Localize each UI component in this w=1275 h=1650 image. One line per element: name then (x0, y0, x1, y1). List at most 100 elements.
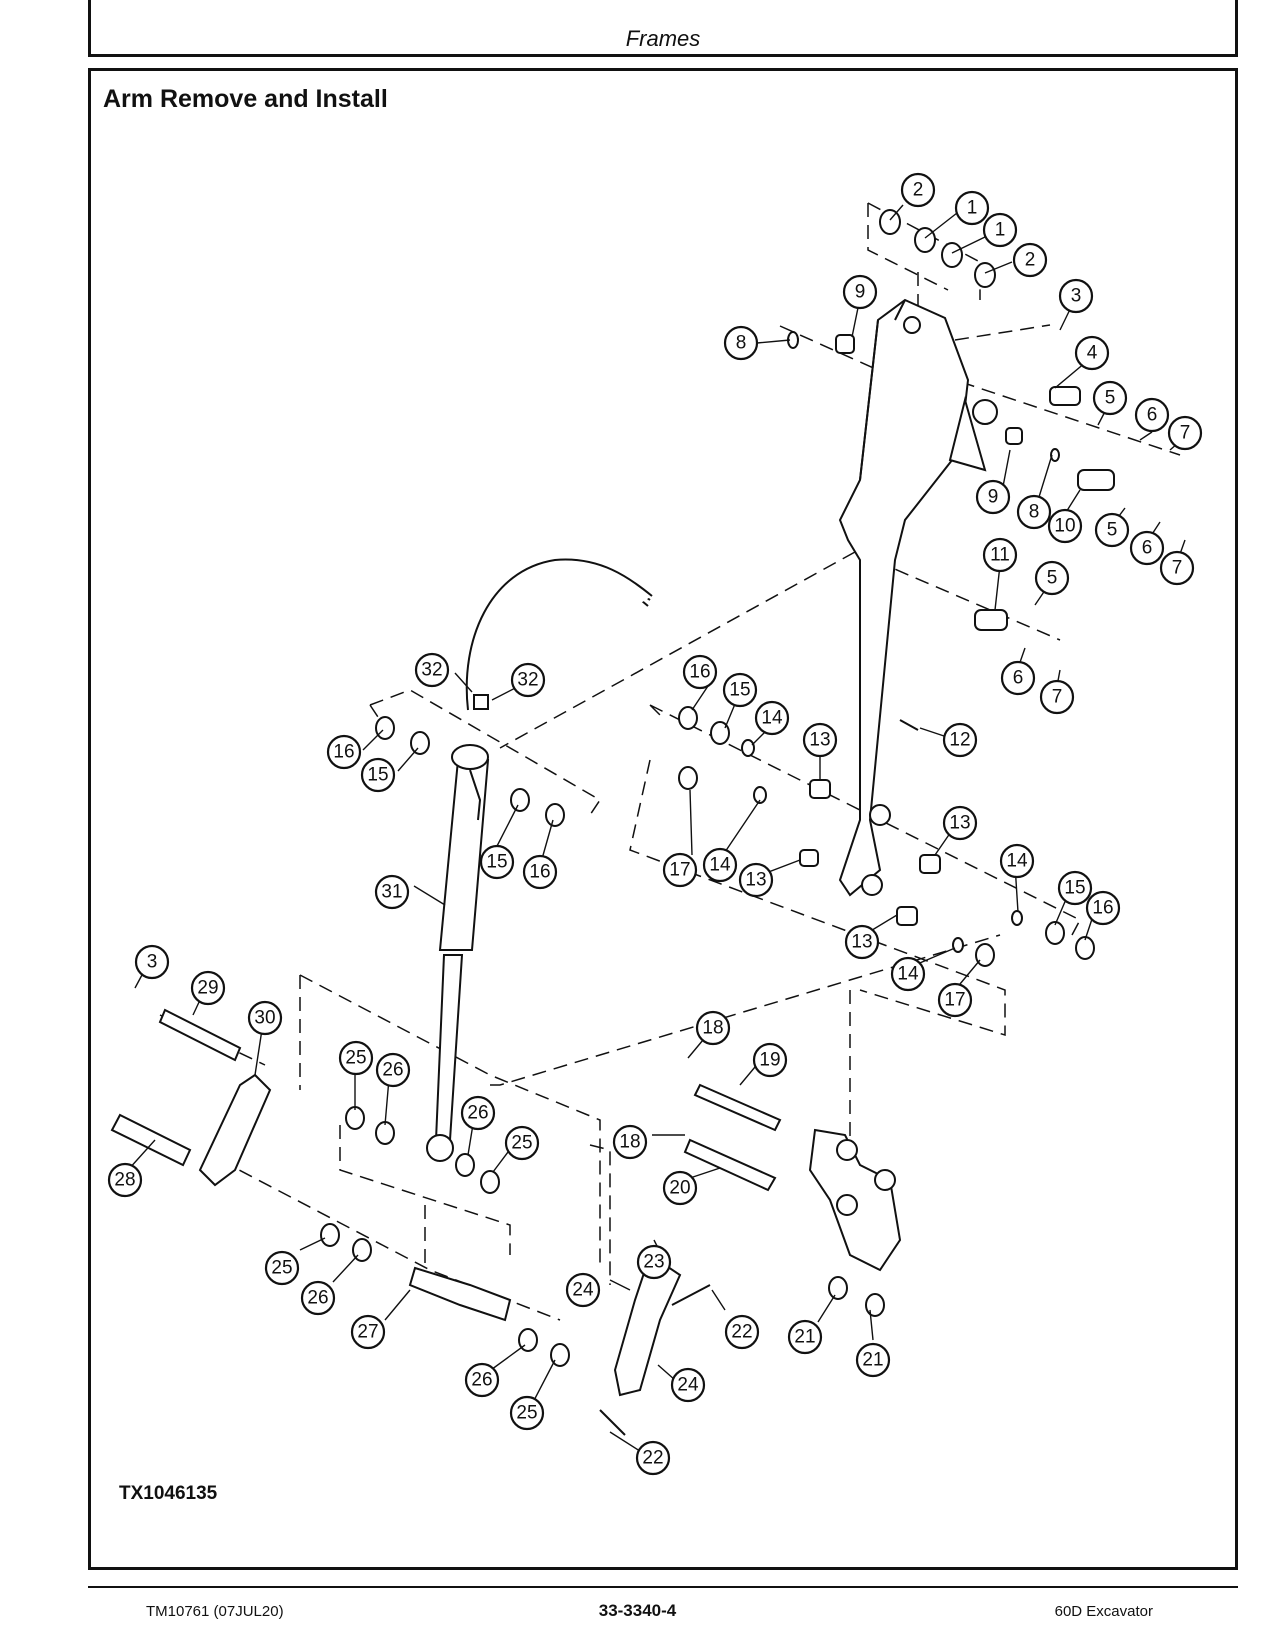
callout-11: 11 (982, 537, 1018, 573)
svg-text:14: 14 (1006, 851, 1028, 872)
callout-15: 15 (360, 757, 396, 793)
svg-text:20: 20 (669, 1178, 690, 1199)
svg-text:14: 14 (709, 855, 731, 876)
svg-text:9: 9 (988, 487, 999, 508)
callout-5: 5 (1034, 560, 1070, 596)
svg-text:15: 15 (729, 680, 750, 701)
svg-text:25: 25 (516, 1403, 537, 1424)
header-box: Frames (88, 0, 1238, 57)
callout-18: 18 (695, 1010, 731, 1046)
svg-text:7: 7 (1172, 558, 1183, 579)
callout-7: 7 (1039, 679, 1075, 715)
svg-text:17: 17 (944, 990, 965, 1011)
svg-text:23: 23 (643, 1252, 664, 1273)
callout-16: 16 (1085, 890, 1121, 926)
callout-26: 26 (460, 1095, 496, 1131)
svg-text:15: 15 (1064, 878, 1085, 899)
callout-19: 19 (752, 1042, 788, 1078)
callout-15: 15 (1057, 870, 1093, 906)
svg-text:32: 32 (517, 670, 538, 691)
callout-8: 8 (723, 325, 759, 361)
svg-text:9: 9 (855, 282, 866, 303)
callout-26: 26 (300, 1280, 336, 1316)
callout-4: 4 (1074, 335, 1110, 371)
callout-14: 14 (702, 847, 738, 883)
callout-2: 2 (1012, 242, 1048, 278)
callout-6: 6 (1000, 660, 1036, 696)
callout-28: 28 (107, 1162, 143, 1198)
svg-text:18: 18 (702, 1018, 723, 1039)
callout-set: 2 1 1 2 9 3 8 4 5 6 7 9 8 10 5 6 7 11 5 … (107, 172, 1203, 1476)
hoses (465, 558, 653, 711)
callout-15: 15 (479, 844, 515, 880)
callout-17: 17 (662, 852, 698, 888)
callout-24: 24 (670, 1367, 706, 1403)
callout-16: 16 (682, 654, 718, 690)
svg-text:16: 16 (333, 742, 354, 763)
svg-text:26: 26 (471, 1370, 492, 1391)
callout-16: 16 (522, 854, 558, 890)
assembly-lines (159, 202, 1181, 1321)
svg-text:32: 32 (421, 660, 442, 681)
footer-rule (88, 1586, 1238, 1588)
figure-panel: Arm Remove and Install TX1046135 (88, 68, 1238, 1570)
callout-13: 13 (942, 805, 978, 841)
callout-32: 32 (414, 652, 450, 688)
callout-7: 7 (1167, 415, 1203, 451)
callout-27: 27 (350, 1314, 386, 1350)
arm (838, 298, 998, 897)
svg-text:15: 15 (367, 765, 388, 786)
svg-text:5: 5 (1105, 388, 1116, 409)
svg-text:26: 26 (467, 1103, 488, 1124)
svg-text:11: 11 (990, 545, 1010, 566)
svg-text:4: 4 (1087, 343, 1098, 364)
svg-text:5: 5 (1047, 568, 1058, 589)
svg-text:13: 13 (851, 932, 872, 953)
svg-text:12: 12 (949, 730, 970, 751)
svg-text:1: 1 (967, 198, 978, 219)
svg-text:8: 8 (736, 333, 747, 354)
svg-text:21: 21 (862, 1350, 883, 1371)
svg-text:2: 2 (1025, 250, 1036, 271)
callout-25: 25 (504, 1125, 540, 1161)
svg-text:30: 30 (254, 1008, 275, 1029)
callout-2: 2 (900, 172, 936, 208)
svg-text:25: 25 (511, 1133, 532, 1154)
callout-25: 25 (338, 1040, 374, 1076)
svg-text:27: 27 (357, 1322, 378, 1343)
callout-31: 31 (374, 874, 410, 910)
cylinder (426, 744, 490, 1162)
svg-text:17: 17 (669, 860, 690, 881)
svg-text:25: 25 (345, 1048, 366, 1069)
callout-9: 9 (842, 274, 878, 310)
callout-3: 3 (134, 944, 170, 980)
callout-20: 20 (662, 1170, 698, 1206)
footer-page-number: 33-3340-4 (598, 1601, 677, 1620)
callout-8: 8 (1016, 494, 1052, 530)
svg-text:26: 26 (382, 1060, 403, 1081)
svg-text:1: 1 (995, 220, 1006, 241)
svg-text:8: 8 (1029, 502, 1040, 523)
callout-14: 14 (890, 956, 926, 992)
svg-text:22: 22 (642, 1448, 663, 1469)
svg-text:24: 24 (677, 1375, 699, 1396)
callout-14: 14 (999, 843, 1035, 879)
svg-text:22: 22 (731, 1322, 752, 1343)
figure-id: TX1046135 (119, 1483, 218, 1504)
callout-22: 22 (724, 1314, 760, 1350)
svg-text:13: 13 (809, 730, 830, 751)
callout-22: 22 (635, 1440, 671, 1476)
small-parts (320, 209, 1115, 1436)
callout-12: 12 (942, 722, 978, 758)
svg-text:24: 24 (572, 1280, 594, 1301)
callout-5: 5 (1094, 512, 1130, 548)
svg-text:7: 7 (1180, 423, 1191, 444)
callout-17: 17 (937, 982, 973, 1018)
callout-25: 25 (509, 1395, 545, 1431)
callout-26: 26 (375, 1052, 411, 1088)
svg-text:7: 7 (1052, 687, 1063, 708)
svg-text:18: 18 (619, 1132, 640, 1153)
callout-16: 16 (326, 734, 362, 770)
svg-text:13: 13 (949, 813, 970, 834)
